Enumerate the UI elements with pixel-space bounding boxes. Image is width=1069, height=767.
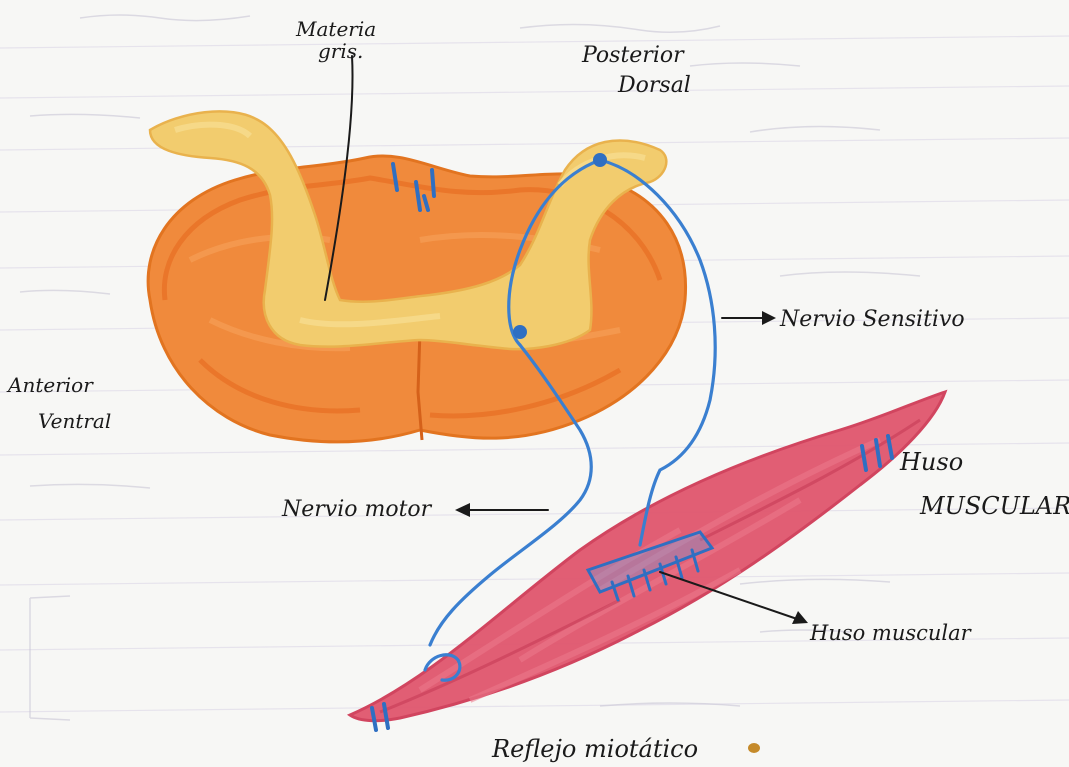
label-anterior-ventral: Anterior Ventral [6, 373, 111, 433]
label-materia-gris: Materia gris. [295, 17, 383, 63]
label-nervio-sensitivo: Nervio Sensitivo [779, 307, 965, 332]
label-nervio-motor: Nervio motor [281, 497, 433, 522]
label-posterior-dorsal: Posterior Dorsal [581, 43, 691, 98]
paper-speck [748, 743, 760, 753]
label-huso-muscular: Huso muscular [809, 621, 973, 645]
label-huso-muscular-title: Huso MUSCULAR [899, 448, 1069, 520]
diagram-caption: Reflejo miotático [491, 735, 698, 763]
